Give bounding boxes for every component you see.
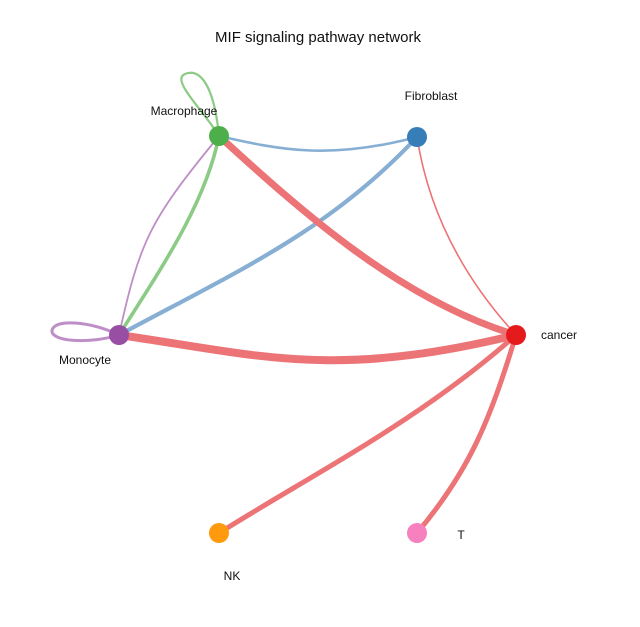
edge-macrophage-cancer bbox=[215, 132, 520, 339]
edge-cancer-t bbox=[414, 332, 519, 536]
edge-monocyte-macrophage bbox=[118, 135, 220, 336]
edge-cancer-nk bbox=[216, 332, 519, 536]
edges bbox=[50, 71, 520, 536]
edge-monocyte-cancer bbox=[115, 331, 520, 365]
label-fibroblast: Fibroblast bbox=[405, 89, 458, 103]
label-t: T bbox=[457, 528, 465, 542]
edge-fibroblast-cancer bbox=[416, 136, 517, 336]
edge-macrophage-self bbox=[180, 71, 221, 138]
node-macrophage[interactable] bbox=[209, 126, 229, 146]
edge-monocyte-self bbox=[50, 321, 121, 343]
node-t[interactable] bbox=[407, 523, 427, 543]
node-cancer[interactable] bbox=[506, 325, 526, 345]
edge-macrophage-fibroblast bbox=[217, 134, 419, 152]
label-nk: NK bbox=[224, 569, 241, 583]
nodes bbox=[109, 126, 526, 543]
label-cancer: cancer bbox=[541, 328, 577, 342]
node-nk[interactable] bbox=[209, 523, 229, 543]
edge-macrophage-monocyte bbox=[117, 134, 221, 337]
node-fibroblast[interactable] bbox=[407, 127, 427, 147]
edge-fibroblast-monocyte bbox=[116, 134, 420, 338]
node-monocyte[interactable] bbox=[109, 325, 129, 345]
node-labels: Macrophage Fibroblast cancer Monocyte NK… bbox=[59, 89, 577, 583]
diagram-title: MIF signaling pathway network bbox=[215, 29, 421, 46]
label-macrophage: Macrophage bbox=[151, 104, 218, 118]
label-monocyte: Monocyte bbox=[59, 353, 111, 367]
